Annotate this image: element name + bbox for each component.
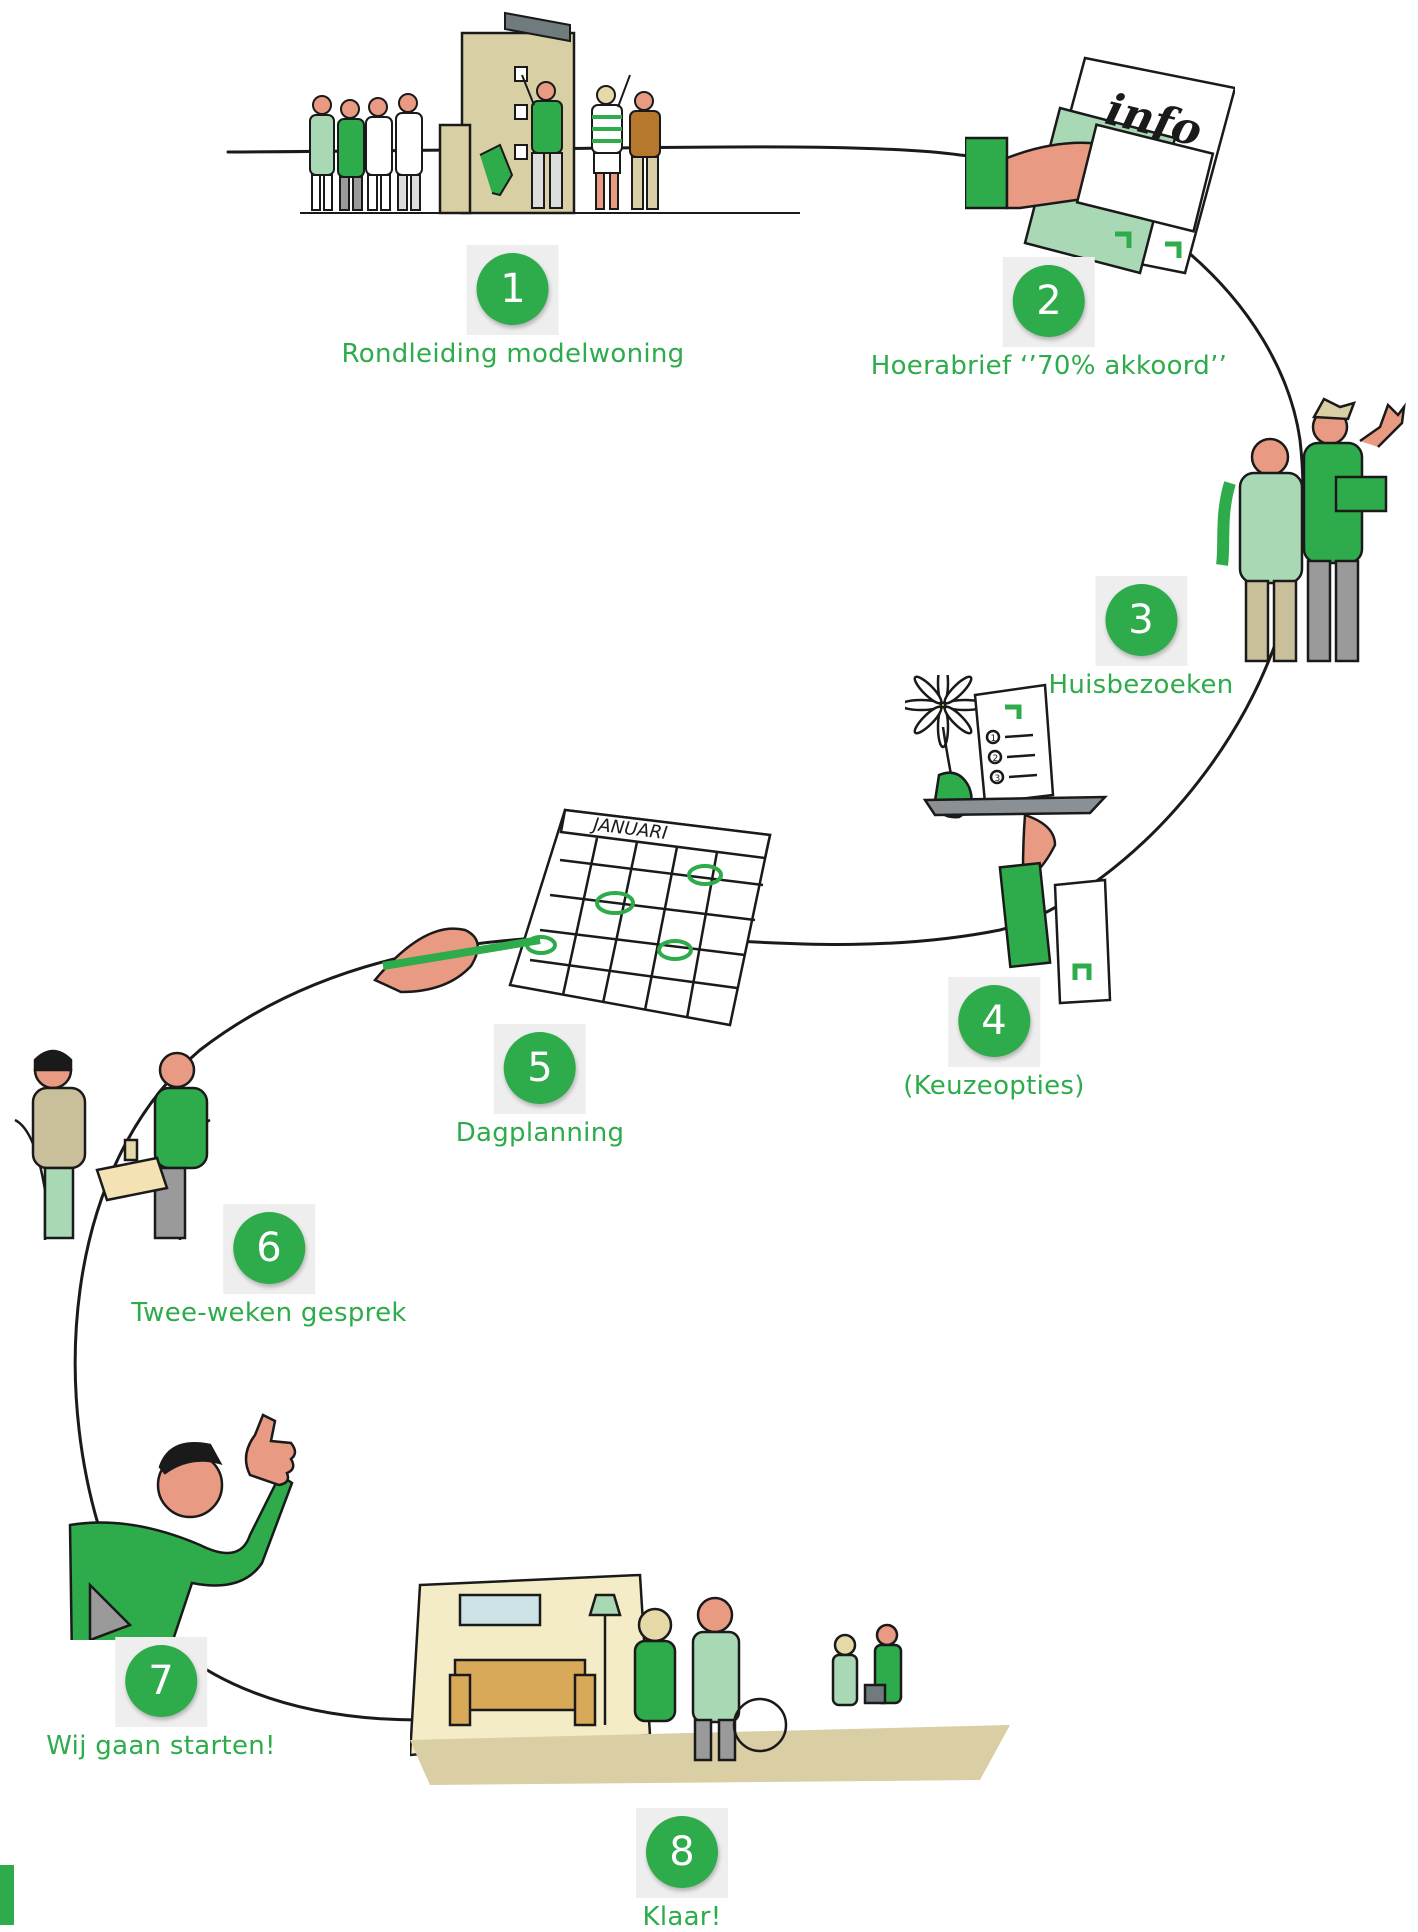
step-7-label: Wij gaan starten!: [46, 1731, 276, 1761]
step-3-label: Huisbezoeken: [1048, 670, 1234, 700]
step-6: 6 Twee-weken gesprek: [131, 1204, 406, 1328]
step-6-number: 6: [233, 1212, 305, 1284]
step-8-number: 8: [646, 1816, 718, 1888]
step-4: 4 (Keuzeopties): [903, 977, 1084, 1101]
step-2-number: 2: [1013, 265, 1085, 337]
step-1: 1 Rondleiding modelwoning: [342, 245, 685, 369]
step-4-badge-box: 4: [948, 977, 1040, 1067]
info-letter-illustration: info: [965, 56, 1235, 275]
step-5-label: Dagplanning: [455, 1118, 625, 1148]
accent-bar: [0, 1865, 14, 1925]
step-6-label: Twee-weken gesprek: [131, 1298, 407, 1328]
step-6-badge-box: 6: [223, 1204, 315, 1294]
step-2-badge-box: 2: [1003, 257, 1095, 347]
step-1-badge-box: 1: [466, 245, 559, 335]
conversation-illustration: [14, 1049, 211, 1240]
calendar-illustration: JANUARI: [372, 808, 772, 1027]
step-8-badge-box: 8: [636, 1808, 728, 1898]
step-1-number: 1: [476, 253, 549, 325]
step-1-label: Rondleiding modelwoning: [341, 339, 685, 369]
step-3: 3 Huisbezoeken: [1048, 576, 1233, 700]
step-4-number: 4: [958, 985, 1030, 1057]
options-tray-illustration: 1 2 3: [905, 675, 1112, 1005]
step-5: 5 Dagplanning: [456, 1024, 625, 1148]
menu-item-2: 2: [993, 754, 999, 764]
step-2: 2 Hoerabrief ‘’70% akkoord’’: [871, 257, 1228, 381]
step-8: 8 Klaar!: [636, 1808, 728, 1932]
step-3-badge-box: 3: [1095, 576, 1187, 666]
step-2-label: Hoerabrief ‘’70% akkoord’’: [870, 351, 1228, 381]
tour-model-home-illustration: [300, 11, 800, 215]
step-7-number: 7: [124, 1645, 197, 1717]
home-visit-illustration: [1216, 397, 1406, 663]
step-5-number: 5: [504, 1032, 576, 1104]
step-4-label: (Keuzeopties): [903, 1071, 1085, 1101]
step-5-badge-box: 5: [494, 1024, 586, 1114]
step-8-label: Klaar!: [642, 1902, 722, 1932]
step-3-number: 3: [1105, 584, 1177, 656]
menu-item-3: 3: [995, 774, 1001, 784]
celebration-illustration: [410, 1573, 1010, 1785]
step-7: 7 Wij gaan starten!: [46, 1637, 276, 1761]
thumbs-up-illustration: [68, 1413, 297, 1640]
menu-item-1: 1: [991, 734, 997, 744]
step-7-badge-box: 7: [114, 1637, 207, 1727]
